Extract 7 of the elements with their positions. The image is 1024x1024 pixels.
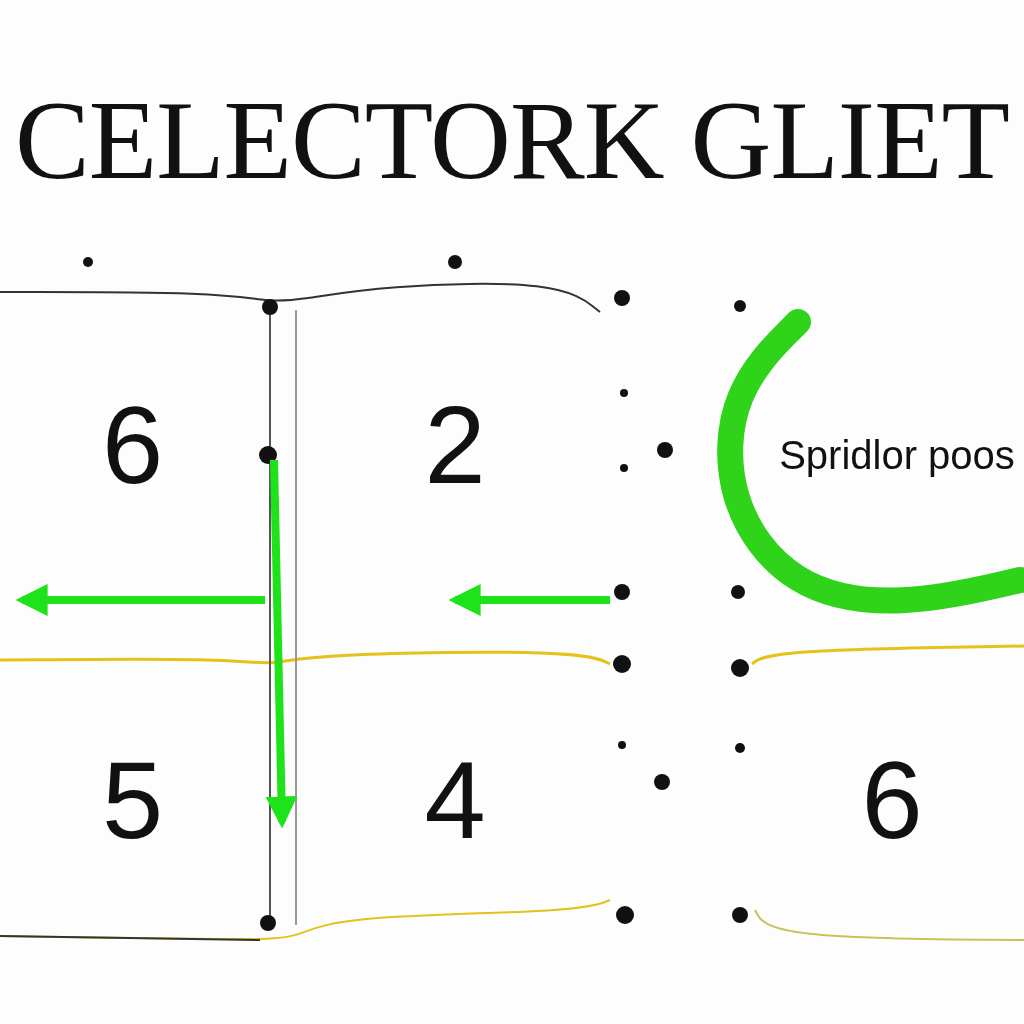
cell-number: 4 [424, 737, 486, 864]
cell-number: 6 [861, 737, 923, 864]
cell-number: 2 [424, 382, 486, 509]
title: CELECTORK GLIET [14, 80, 1010, 200]
cell-number: 6 [101, 382, 164, 509]
cell-number: 5 [101, 737, 164, 864]
node-label: Spridlor poos [779, 432, 1015, 479]
